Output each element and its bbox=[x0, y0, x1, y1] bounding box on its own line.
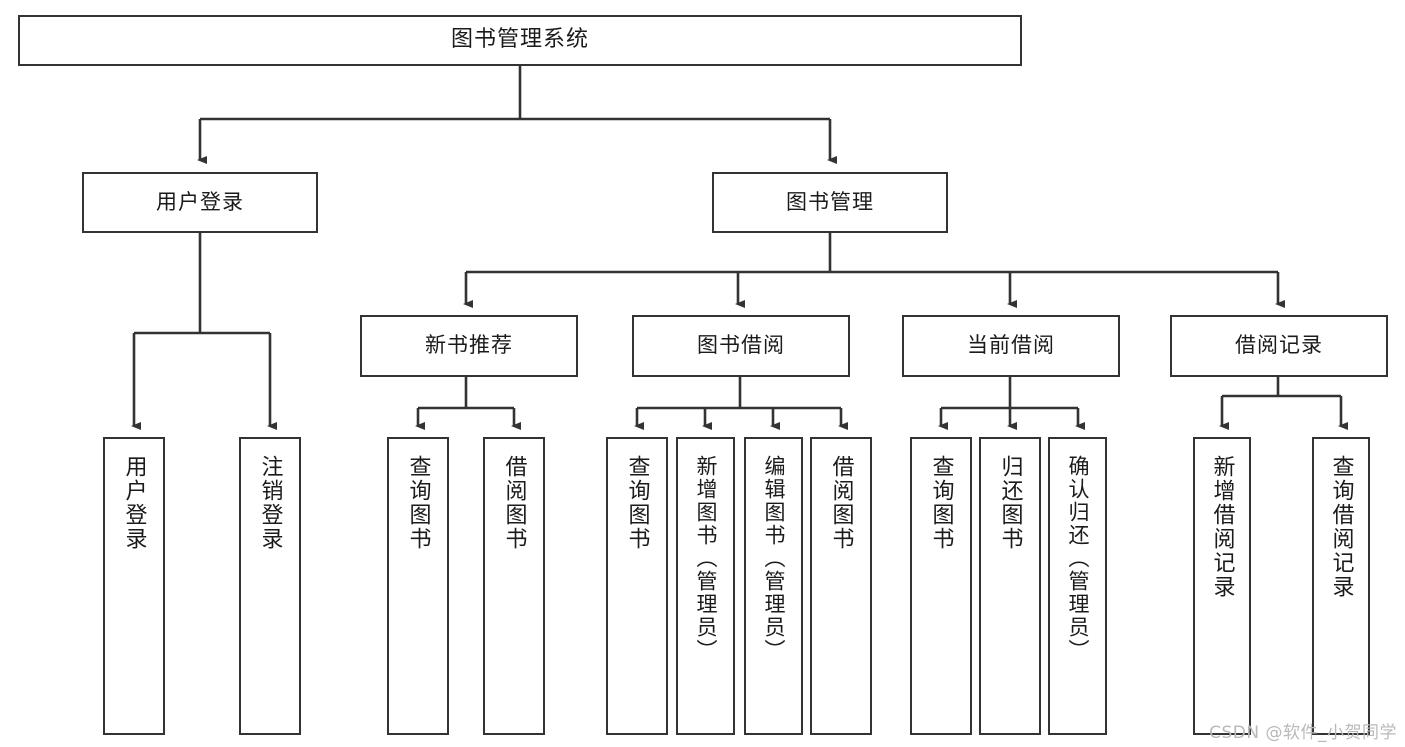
node-label: 新增图书（管理员） bbox=[693, 455, 718, 662]
node-label: 借阅图书 bbox=[501, 455, 527, 551]
node-label: 确认归还（管理员） bbox=[1065, 455, 1090, 662]
node-label: 借阅图书 bbox=[828, 455, 854, 551]
node-label: 用户登录 bbox=[121, 455, 147, 551]
leaf-add-book-admin[interactable]: 新增图书（管理员） bbox=[676, 437, 735, 735]
node-book-borrowing[interactable]: 图书借阅 bbox=[632, 315, 850, 377]
leaf-user-login[interactable]: 用户登录 bbox=[103, 437, 165, 735]
node-book-management[interactable]: 图书管理 bbox=[712, 172, 948, 233]
node-label: 归还图书 bbox=[997, 455, 1023, 551]
leaf-logout[interactable]: 注销登录 bbox=[239, 437, 301, 735]
watermark-text: CSDN @软件_小贺同学 bbox=[1209, 723, 1397, 743]
node-label: 借阅记录 bbox=[1235, 333, 1323, 358]
node-new-book-recommendation[interactable]: 新书推荐 bbox=[360, 315, 578, 377]
node-label: 查询借阅记录 bbox=[1328, 455, 1354, 599]
node-label: 查询图书 bbox=[928, 455, 954, 551]
leaf-edit-book-admin[interactable]: 编辑图书（管理员） bbox=[744, 437, 803, 735]
node-label: 图书借阅 bbox=[697, 333, 785, 358]
node-borrowing-records[interactable]: 借阅记录 bbox=[1170, 315, 1388, 377]
node-label: 新书推荐 bbox=[425, 333, 513, 358]
leaf-query-books-recommendation[interactable]: 查询图书 bbox=[387, 437, 449, 735]
node-label: 图书管理 bbox=[786, 189, 874, 214]
node-label: 图书管理系统 bbox=[450, 27, 589, 53]
leaf-borrow-books-recommendation[interactable]: 借阅图书 bbox=[483, 437, 545, 735]
leaf-query-books-current[interactable]: 查询图书 bbox=[910, 437, 972, 735]
leaf-query-borrow-record[interactable]: 查询借阅记录 bbox=[1312, 437, 1370, 735]
node-label: 注销登录 bbox=[257, 455, 283, 551]
node-label: 新增借阅记录 bbox=[1209, 455, 1235, 599]
node-label: 编辑图书（管理员） bbox=[761, 455, 786, 662]
leaf-confirm-return-admin[interactable]: 确认归还（管理员） bbox=[1048, 437, 1107, 735]
node-label: 用户登录 bbox=[156, 189, 244, 214]
node-current-borrowing[interactable]: 当前借阅 bbox=[902, 315, 1120, 377]
leaf-borrow-books-borrowing[interactable]: 借阅图书 bbox=[810, 437, 872, 735]
node-label: 查询图书 bbox=[405, 455, 431, 551]
node-user-login[interactable]: 用户登录 bbox=[82, 172, 318, 233]
node-root-book-management-system[interactable]: 图书管理系统 bbox=[18, 15, 1022, 66]
leaf-return-books[interactable]: 归还图书 bbox=[979, 437, 1041, 735]
node-label: 当前借阅 bbox=[967, 333, 1055, 358]
node-label: 查询图书 bbox=[624, 455, 650, 551]
leaf-query-books-borrowing[interactable]: 查询图书 bbox=[606, 437, 668, 735]
leaf-add-borrow-record[interactable]: 新增借阅记录 bbox=[1193, 437, 1251, 735]
